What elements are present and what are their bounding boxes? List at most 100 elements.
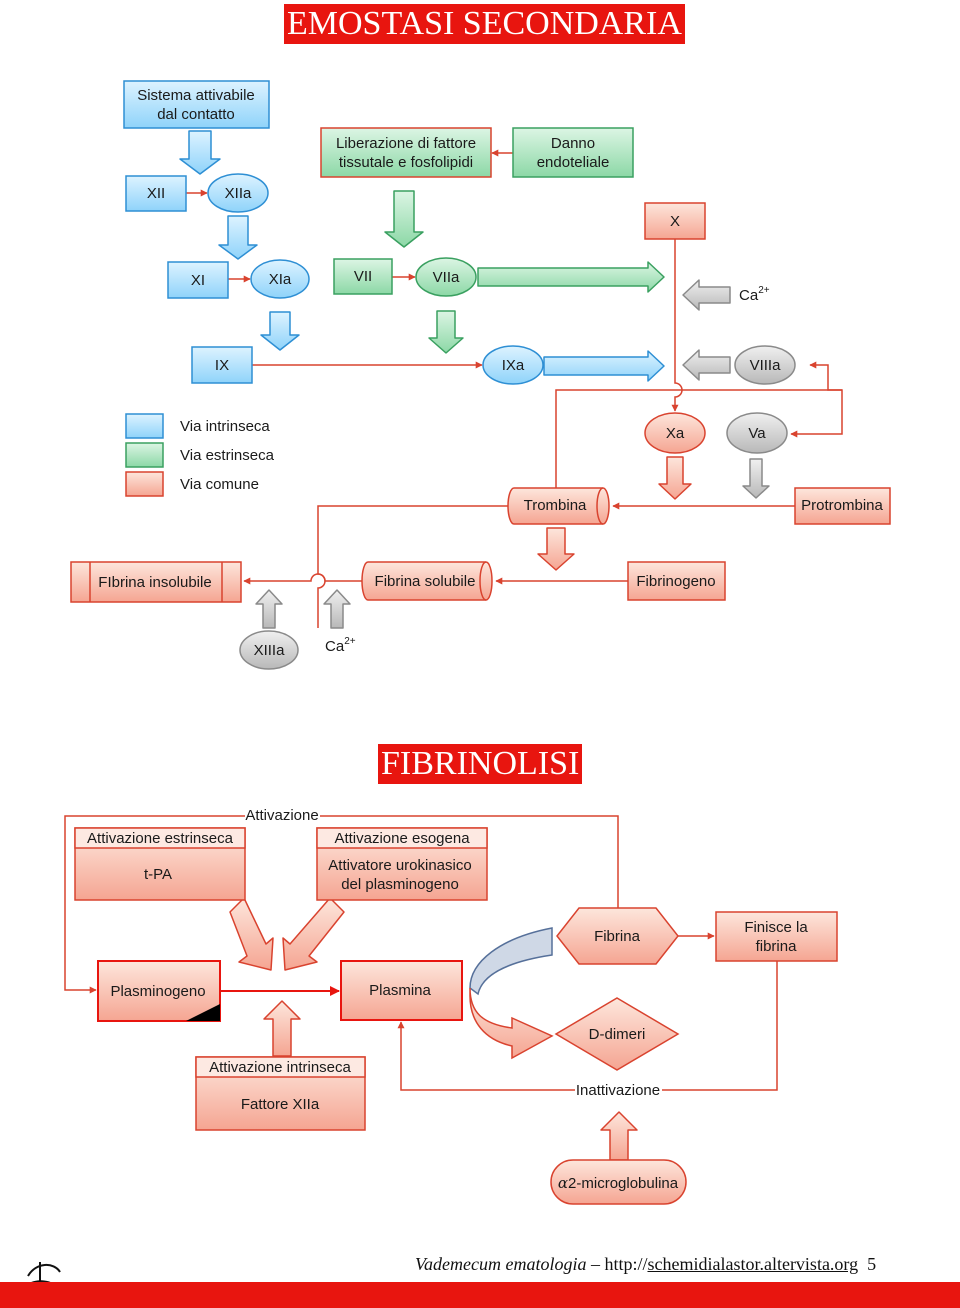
alpha2-microglobulin-label: α2-microglobulina xyxy=(558,1174,679,1192)
plasmin-label: Plasmina xyxy=(369,982,431,999)
factor-ix-box xyxy=(191,346,253,384)
tissue-factor-box xyxy=(320,127,492,178)
extrinsic-activation-header xyxy=(74,827,246,849)
ends-fibrin-line1: Finisce la xyxy=(744,919,808,936)
factor-xiia-node xyxy=(207,173,269,213)
factor-xiiia-node xyxy=(239,630,299,670)
extrinsic-activation-title: Attivazione estrinseca xyxy=(87,830,234,847)
endothelial-damage-line1: Danno xyxy=(551,135,595,152)
arrow-extrinsic-to-plasmin xyxy=(229,897,274,971)
factor-xia-node xyxy=(250,259,310,299)
footer-bar xyxy=(0,1282,960,1308)
activation-label-bg xyxy=(245,806,320,826)
curved-arrow-to-d-dimers xyxy=(469,987,554,1060)
footer: Vademecum ematologia – http://schemidial… xyxy=(415,1254,876,1275)
d-dimers-diamond xyxy=(554,997,680,1071)
arrow-xiiia-up xyxy=(255,589,283,629)
soluble-fibrin-node xyxy=(361,561,493,601)
footer-book-title: Vademecum ematologia xyxy=(415,1254,587,1274)
activation-label: Attivazione xyxy=(245,807,318,824)
footer-url-link[interactable]: schemidialastor.altervista.org xyxy=(647,1254,859,1274)
fibrinolysis-title: FIBRINOLISI xyxy=(378,744,583,784)
page-number: 5 xyxy=(867,1254,877,1274)
exogenous-activation-title: Attivazione esogena xyxy=(334,830,470,847)
factor-ixa-label: IXa xyxy=(502,357,525,374)
arrow-exogenous-to-plasmin xyxy=(282,897,345,971)
arrow-calcium-to-x xyxy=(682,279,731,311)
curved-arrow-shaft xyxy=(469,927,553,996)
legend-label-common: Via comune xyxy=(180,476,259,493)
contact-system-line1: Sistema attivabile xyxy=(137,87,255,104)
legend-label-extrinsic: Via estrinseca xyxy=(180,447,275,464)
factor-xii-box xyxy=(125,175,187,212)
factor-viiia-node xyxy=(734,345,796,385)
factor-xa-node xyxy=(644,412,706,454)
d-dimers-label: D-dimeri xyxy=(589,1026,646,1043)
factor-xii-label: XII xyxy=(147,185,165,202)
alpha2-microglobulin-node xyxy=(550,1159,687,1205)
exogenous-activation-header xyxy=(316,827,488,849)
arrow-intrinsic-to-plasmin xyxy=(263,1000,301,1057)
factor-va-label: Va xyxy=(748,425,766,442)
factor-xiiia-label: XIIIa xyxy=(254,642,286,659)
arrow-xiia-to-xi xyxy=(218,215,258,260)
fibrin-label: Fibrina xyxy=(594,928,641,945)
fibrinogen-box xyxy=(627,561,726,601)
calcium-label-top: Ca2+ xyxy=(739,285,770,304)
factor-x-box xyxy=(644,202,706,240)
fibrinogen-label: Fibrinogeno xyxy=(636,573,715,590)
plasminogen-label: Plasminogeno xyxy=(110,983,205,1000)
arrow-contact-to-xii xyxy=(179,130,221,175)
legend-swatch-extrinsic xyxy=(125,442,164,468)
factor-x-label: X xyxy=(670,213,680,230)
intrinsic-activation-header xyxy=(195,1056,366,1078)
factor-viiia-label: VIIIa xyxy=(750,357,782,374)
prothrombin-label: Protrombina xyxy=(801,497,883,514)
legend-swatch-common xyxy=(125,471,164,497)
thrombin-label: Trombina xyxy=(524,497,587,514)
t-pa-label: t-PA xyxy=(144,866,172,883)
prothrombin-box xyxy=(794,487,891,525)
footer-url-prefix: http:// xyxy=(604,1254,648,1274)
insoluble-fibrin-label: FIbrina insolubile xyxy=(98,574,211,591)
insoluble-fibrin-node xyxy=(70,561,242,603)
factor-vii-label: VII xyxy=(354,268,372,285)
arrow-viia-to-x xyxy=(477,261,665,293)
inactivation-label: Inattivazione xyxy=(576,1082,660,1099)
plasminogen-box xyxy=(97,960,221,1022)
arrow-tissue-to-vii xyxy=(384,190,424,248)
arrow-va-to-thrombin xyxy=(742,458,770,499)
arrow-viia-to-ixa xyxy=(428,310,464,354)
endothelial-damage-box xyxy=(512,127,634,178)
intrinsic-activation-title: Attivazione intrinseca xyxy=(209,1059,351,1076)
endothelial-damage-line2: endoteliale xyxy=(537,154,610,171)
factor-va-node xyxy=(726,412,788,454)
factor-viia-label: VIIa xyxy=(433,269,460,286)
footer-separator: – xyxy=(590,1254,600,1274)
factor-xi-label: XI xyxy=(191,272,205,289)
soluble-fibrin-label: Fibrina solubile xyxy=(375,573,476,590)
factor-xia-label: XIa xyxy=(269,271,292,288)
hemostasis-title: EMOSTASI SECONDARIA xyxy=(284,4,685,44)
thrombin-node xyxy=(507,487,610,525)
contact-system-box xyxy=(123,80,270,129)
ends-fibrin-box xyxy=(715,911,838,962)
arrow-xia-to-ix xyxy=(260,311,300,351)
factor-xa-label: Xa xyxy=(666,425,685,442)
tissue-factor-line2: tissutale e fosfolipidi xyxy=(339,154,473,171)
arrow-alpha2-to-inactivation xyxy=(600,1111,638,1161)
factor-xiia-body: Fattore XIIa xyxy=(241,1096,320,1113)
factor-ixa-node xyxy=(482,345,544,385)
urokinase-line2: del plasminogeno xyxy=(341,876,459,893)
legend-swatch-intrinsic xyxy=(125,413,164,439)
arrow-xa-to-thrombin xyxy=(658,456,692,500)
factor-xi-box xyxy=(167,261,229,299)
contact-system-line2: dal contatto xyxy=(157,106,235,123)
calcium-label-bottom: Ca2+ xyxy=(325,636,356,655)
ends-fibrin-line2: fibrina xyxy=(756,938,798,955)
arrow-calcium-up xyxy=(323,589,351,629)
urokinase-line1: Attivatore urokinasico xyxy=(328,857,471,874)
fibrin-hexagon xyxy=(556,907,679,965)
factor-vii-box xyxy=(333,258,393,295)
